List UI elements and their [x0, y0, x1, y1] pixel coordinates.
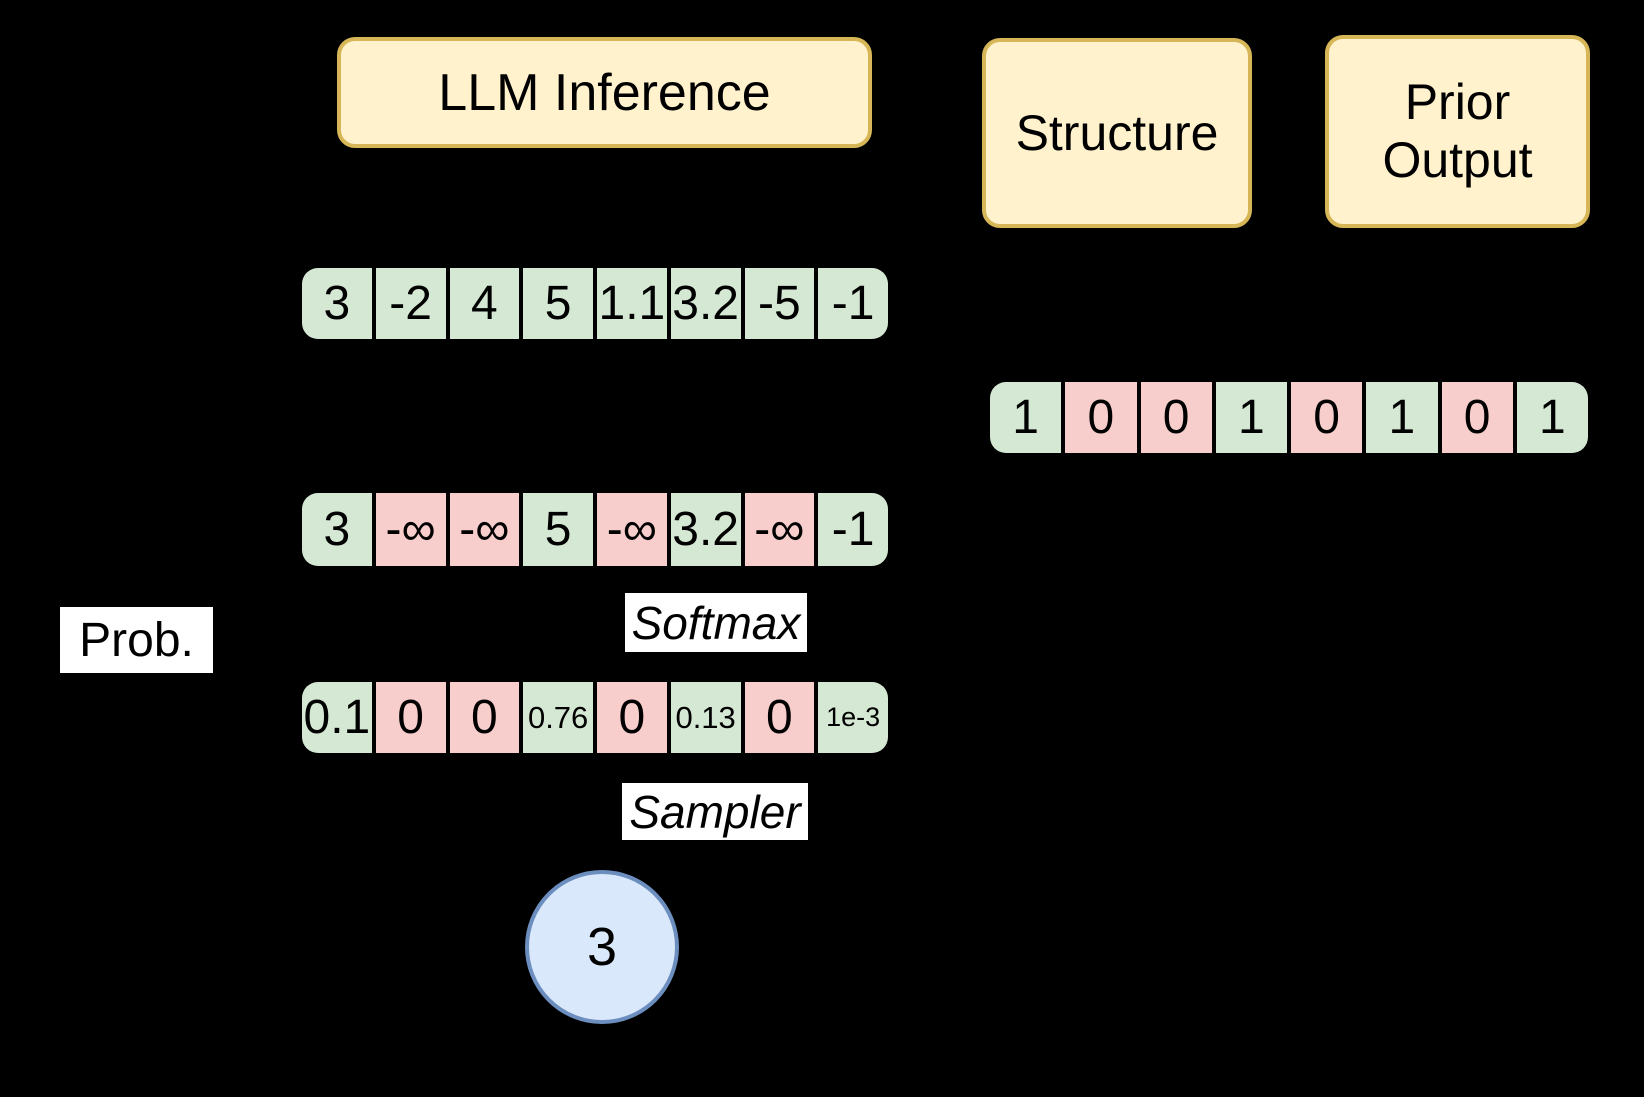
token-cell: 0 — [1291, 382, 1363, 453]
token-cell: 5 — [523, 493, 593, 566]
token-cell: -1 — [818, 268, 888, 339]
token-cell: -1 — [818, 493, 888, 566]
token-cell: -∞ — [744, 493, 815, 566]
token-cell: 3.2 — [670, 268, 741, 339]
token-cell: 0.76 — [523, 682, 593, 753]
llm-inference-box: LLM Inference — [337, 37, 872, 148]
prior-output-box: Prior Output — [1325, 35, 1590, 228]
token-cell: 0 — [744, 682, 815, 753]
token-cell: 0.1 — [302, 682, 372, 753]
structure-box: Structure — [982, 38, 1252, 228]
token-cell: -5 — [744, 268, 815, 339]
token-cell: 3 — [302, 268, 372, 339]
prob-label: Prob. — [60, 607, 213, 673]
token-cell: 5 — [523, 268, 593, 339]
token-cell: 3.2 — [670, 493, 741, 566]
sampler-label: Sampler — [622, 783, 808, 840]
token-cell: 3 — [302, 493, 372, 566]
token-cell: 0 — [1140, 382, 1212, 453]
token-cell: 0 — [449, 682, 520, 753]
sampled-token-circle: 3 — [525, 870, 679, 1024]
token-cell: 1e-3 — [818, 682, 888, 753]
token-cell: -∞ — [375, 493, 446, 566]
masked-logits-row: 3-∞-∞5-∞3.2-∞-1 — [302, 493, 888, 566]
token-cell: 0 — [375, 682, 446, 753]
token-cell: 1 — [1366, 382, 1438, 453]
token-cell: -∞ — [597, 493, 667, 566]
token-cell: 1.1 — [597, 268, 667, 339]
token-cell: 0 — [597, 682, 667, 753]
token-cell: -∞ — [449, 493, 520, 566]
token-cell: 1 — [990, 382, 1062, 453]
token-cell: 1 — [1215, 382, 1287, 453]
token-cell: 0 — [1441, 382, 1513, 453]
token-cell: 0.13 — [670, 682, 741, 753]
token-cell: 4 — [449, 268, 520, 339]
token-cell: 0 — [1065, 382, 1137, 453]
token-cell: 1 — [1516, 382, 1588, 453]
softmax-label: Softmax — [625, 593, 807, 652]
token-cell: -2 — [375, 268, 446, 339]
